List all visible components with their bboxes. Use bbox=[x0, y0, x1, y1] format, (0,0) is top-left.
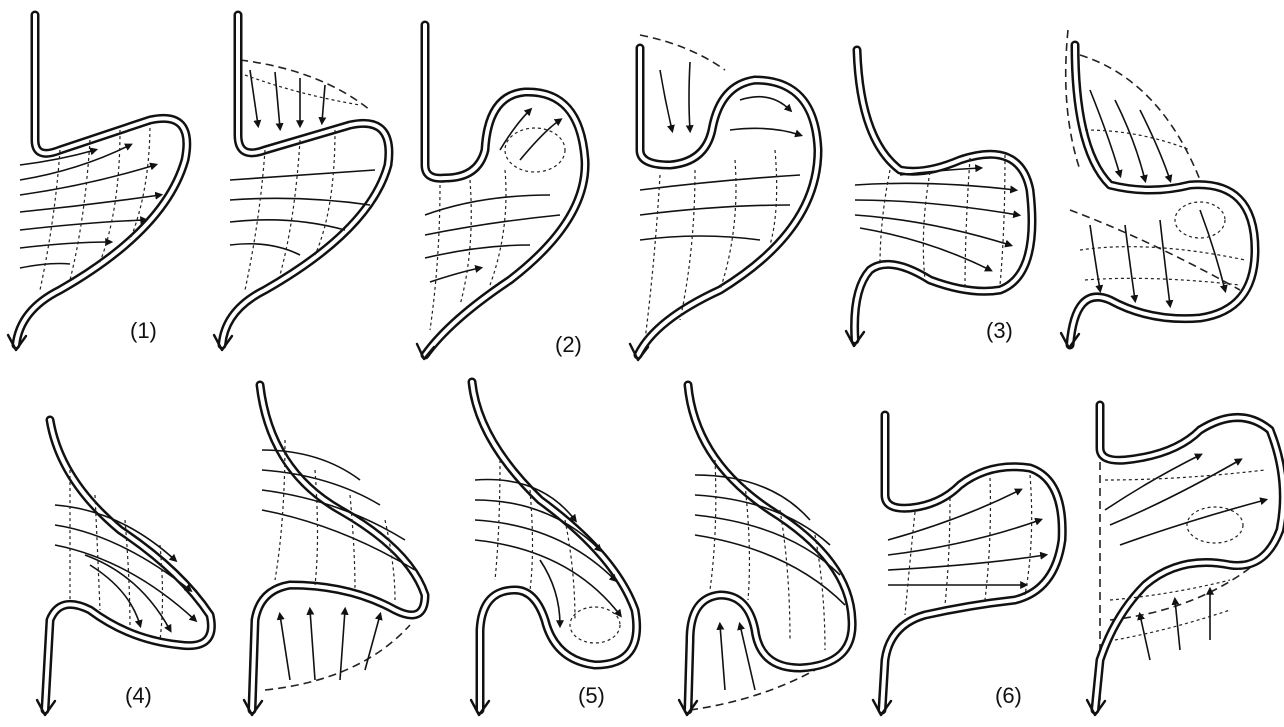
pair-label-4: (4) bbox=[125, 683, 152, 709]
panel-4a bbox=[37, 420, 211, 715]
equipotential-lines bbox=[430, 128, 565, 330]
channel-wall bbox=[425, 25, 585, 355]
equipotential-lines bbox=[905, 475, 1032, 615]
pair-label-3: (3) bbox=[986, 318, 1013, 344]
panel-3a bbox=[846, 50, 1032, 346]
panel-6a bbox=[873, 415, 1062, 715]
panel-1a bbox=[8, 15, 187, 350]
channel-wall bbox=[472, 382, 637, 710]
panel-1b bbox=[214, 15, 389, 350]
equipotential-lines bbox=[1080, 130, 1245, 285]
channel-wall bbox=[855, 50, 1032, 340]
streamlines bbox=[1105, 455, 1265, 660]
channel-wall bbox=[1095, 405, 1283, 710]
equipotential-lines bbox=[245, 75, 360, 290]
pair-label-6: (6) bbox=[995, 683, 1022, 709]
channel-wall bbox=[1070, 45, 1255, 345]
panel-4b bbox=[244, 385, 425, 715]
channel-wall bbox=[222, 15, 389, 345]
panel-6b bbox=[1087, 405, 1283, 715]
channel-wall bbox=[252, 385, 425, 710]
streamlines bbox=[855, 168, 1018, 270]
panel-5a bbox=[471, 382, 637, 715]
boundary-dashed-line bbox=[640, 35, 725, 70]
streamlines bbox=[262, 450, 415, 680]
panel-5b bbox=[679, 385, 852, 715]
channel-wall bbox=[882, 415, 1062, 710]
panel-2a bbox=[417, 25, 585, 359]
streamlines bbox=[1090, 90, 1225, 305]
pair-label-1: (1) bbox=[130, 318, 157, 344]
panel-2b bbox=[630, 35, 818, 360]
channel-wall bbox=[688, 385, 852, 710]
pair-label-5: (5) bbox=[578, 683, 605, 709]
panel-3b bbox=[1061, 30, 1255, 348]
streamlines bbox=[20, 145, 160, 268]
pair-label-2: (2) bbox=[555, 332, 582, 358]
boundary-dashed-line bbox=[240, 60, 370, 110]
